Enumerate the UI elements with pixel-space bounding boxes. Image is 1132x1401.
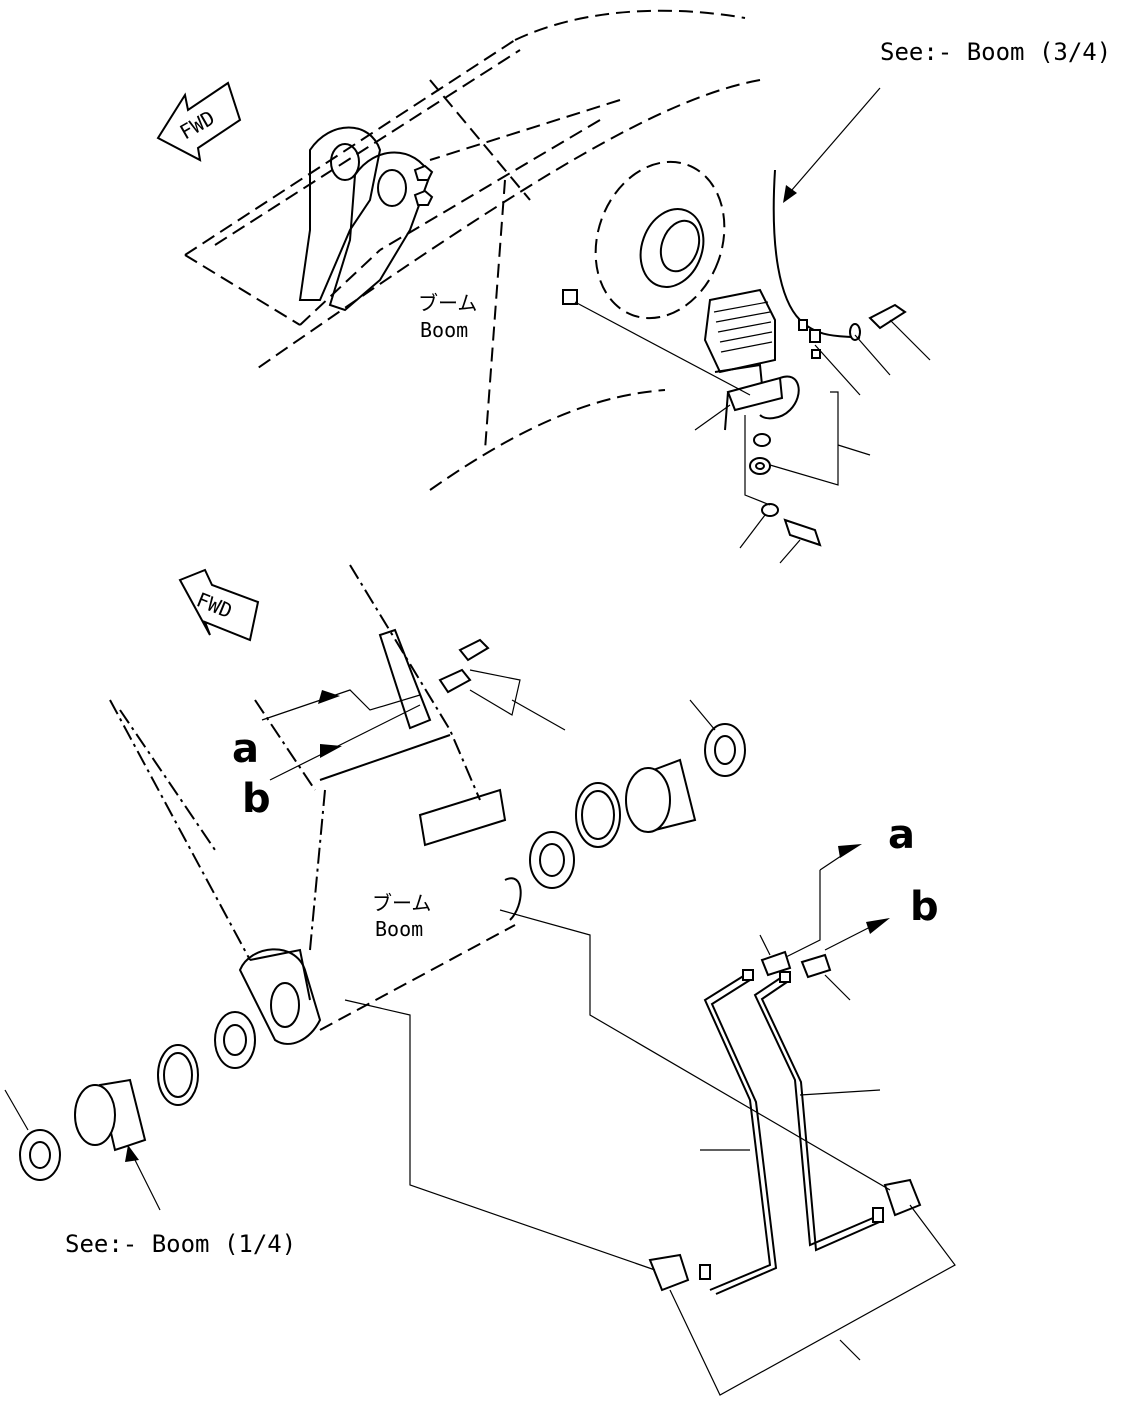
- lamp-harness-wire: [772, 169, 861, 339]
- arrowhead-boom-3: [783, 185, 797, 203]
- boom-label-jp-lower: ブーム: [372, 891, 431, 915]
- bushing-stack-right: [529, 699, 746, 889]
- connector: [562, 289, 578, 305]
- boom-label-en-upper: Boom: [420, 318, 468, 342]
- lower-boom-outline: [109, 564, 522, 1031]
- grease-fitting-a: [458, 638, 490, 662]
- boom-foot-lugs: [298, 126, 434, 312]
- grease-adapters-right: [759, 934, 851, 1001]
- see-boom-3-label: See:- Boom (3/4): [880, 38, 1111, 66]
- upper-bolt: [868, 303, 907, 330]
- leader-boom-3: [784, 87, 881, 199]
- ref-a-label-right: a: [888, 812, 915, 858]
- fwd-arrow-icon: FWD: [178, 568, 260, 642]
- fwd-arrow-icon: FWD: [156, 81, 242, 162]
- bushing-stack-left: [4, 1011, 256, 1181]
- upper-boom-outline: [184, 9, 761, 491]
- boom-boss: [594, 160, 726, 320]
- lamp-bracket: [726, 376, 784, 412]
- lower-bolt: [783, 518, 822, 547]
- ref-a-label-left: a: [232, 726, 259, 772]
- ref-b-label-left: b: [242, 776, 271, 822]
- see-boom-1-label: See:- Boom (1/4): [65, 1230, 296, 1258]
- work-lamp-icon: [703, 288, 776, 386]
- lamp-cable: [759, 375, 800, 420]
- boom-foot-lug-lower: [238, 948, 322, 1045]
- ref-b-label-right: b: [910, 884, 939, 930]
- grease-pipes: [700, 974, 885, 1295]
- grease-fitting-b: [438, 668, 472, 694]
- boom-label-jp-upper: ブーム: [418, 291, 477, 315]
- elbow-fittings: [648, 969, 922, 1292]
- hose-clamp: [418, 788, 507, 847]
- hose-plate: [378, 628, 432, 730]
- boom-label-en-lower: Boom: [375, 917, 423, 941]
